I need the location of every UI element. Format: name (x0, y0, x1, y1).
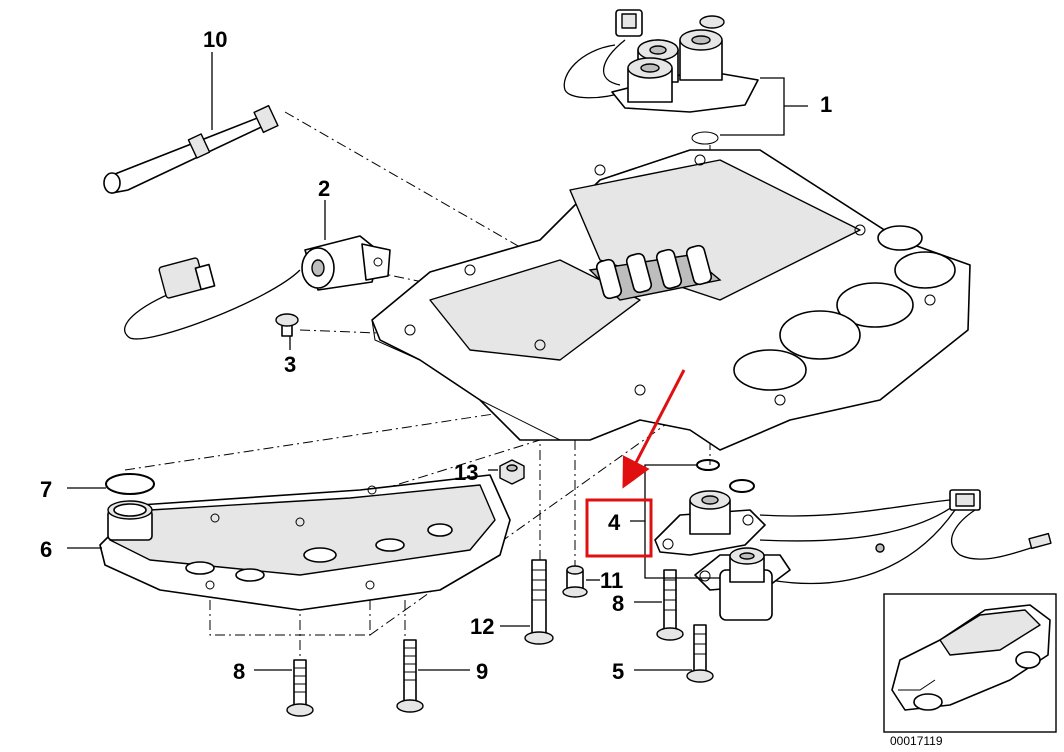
callout-1: 1 (820, 92, 832, 117)
callout-3: 3 (284, 352, 296, 377)
part-9-bolt-left (396, 639, 424, 713)
car-thumbnail (883, 593, 1057, 733)
callout-leaders (67, 52, 720, 671)
part-6-oil-filter (99, 474, 511, 611)
part-3-bolt (275, 313, 299, 337)
inset-code: 00017119 (890, 734, 943, 748)
callout-4: 4 (608, 510, 621, 535)
callout-8-left: 8 (233, 659, 245, 684)
callout-labels: 10 1 2 3 13 7 6 4 11 12 8 5 8 9 00017119 (40, 27, 943, 748)
part-5-bolt (686, 624, 714, 683)
part-12-bolt (524, 559, 554, 645)
part-8-bolt-left (286, 659, 314, 717)
part-10-tube (103, 104, 279, 194)
callout-6: 6 (40, 537, 52, 562)
part-2-solenoid (123, 235, 391, 340)
highlight-arrow (622, 369, 686, 489)
callout-9: 9 (476, 659, 488, 684)
highlight-annotation (585, 369, 686, 558)
part-8-bolt-right (656, 569, 684, 641)
part-13-nut (499, 459, 525, 485)
callout-8-right: 8 (612, 591, 624, 616)
callout-12: 12 (470, 614, 494, 639)
part-1-solenoid-block (563, 9, 808, 145)
part-4-solenoid-valves (654, 459, 1052, 621)
valve-body (371, 149, 971, 451)
callout-10: 10 (203, 27, 227, 52)
part-7-o-ring (105, 473, 155, 495)
callout-13: 13 (454, 460, 478, 485)
callout-11: 11 (600, 568, 623, 593)
part-11-plug (562, 565, 588, 598)
highlight-box (585, 498, 653, 558)
callout-2: 2 (318, 176, 330, 201)
callout-7: 7 (40, 477, 52, 502)
callout-5: 5 (612, 659, 624, 684)
